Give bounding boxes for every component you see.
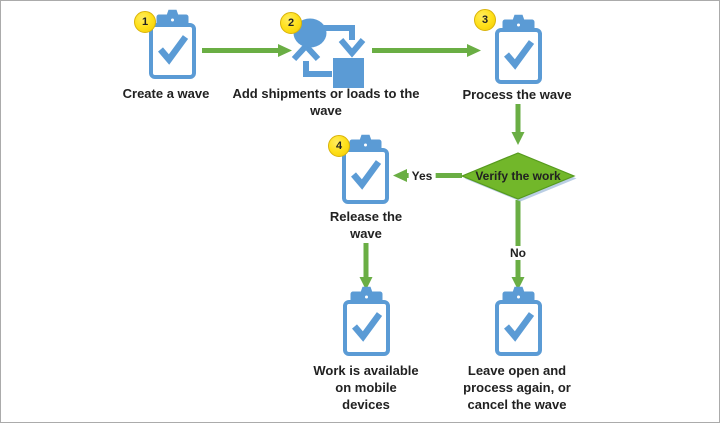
label-line: Process the wave [462, 87, 572, 102]
edge-label-no: No [507, 246, 529, 260]
label-line: Release the [329, 209, 403, 224]
badge-number: 3 [481, 14, 489, 26]
clipboard-icon-process-wave [495, 14, 542, 84]
edge-label-yes: Yes [408, 169, 436, 183]
arrow-verify-no-to-leave-open [511, 200, 525, 290]
label-line: devices [342, 397, 390, 412]
arrow-process-to-verify [511, 104, 525, 145]
label-line: Work is available [313, 363, 419, 378]
step-badge-4: 4 [328, 135, 350, 157]
label-line: process again, or [463, 380, 571, 395]
badge-number: 1 [141, 16, 149, 28]
clipboard-icon-mobile-devices [343, 286, 390, 356]
decision-label: Verify the work [475, 169, 561, 183]
add-shipments-icon [291, 18, 366, 88]
clipboard-icon-leave-open [495, 286, 542, 356]
arrow-create-to-add [202, 44, 292, 57]
decision-diamond [460, 152, 577, 202]
label-line: wave [310, 103, 342, 118]
step-label-process-wave: Process the wave [462, 86, 571, 103]
step-badge-1: 1 [134, 11, 156, 33]
step-label-add-shipments: Add shipments or loads to the wave [232, 85, 419, 119]
label-line: Create a wave [122, 86, 210, 101]
clipboard-icon-create-wave [149, 9, 196, 79]
label-line: cancel the wave [467, 397, 567, 412]
label-line: wave [350, 226, 382, 241]
step-label-create-wave: Create a wave [123, 85, 210, 102]
badge-number: 4 [335, 140, 343, 152]
label-line: Add shipments or loads to the [232, 86, 420, 101]
step-badge-2: 2 [280, 12, 302, 34]
arrow-add-to-process [372, 44, 481, 57]
step-label-release-wave: Release the wave [330, 208, 402, 242]
step-badge-3: 3 [474, 9, 496, 31]
badge-number: 2 [287, 17, 295, 29]
label-line: on mobile [335, 380, 397, 395]
label-line: Leave open and [467, 363, 567, 378]
outcome-label-mobile-devices: Work is available on mobile devices [313, 362, 418, 413]
arrow-release-to-mobile [359, 243, 373, 290]
outcome-label-leave-open: Leave open and process again, or cancel … [463, 362, 571, 413]
